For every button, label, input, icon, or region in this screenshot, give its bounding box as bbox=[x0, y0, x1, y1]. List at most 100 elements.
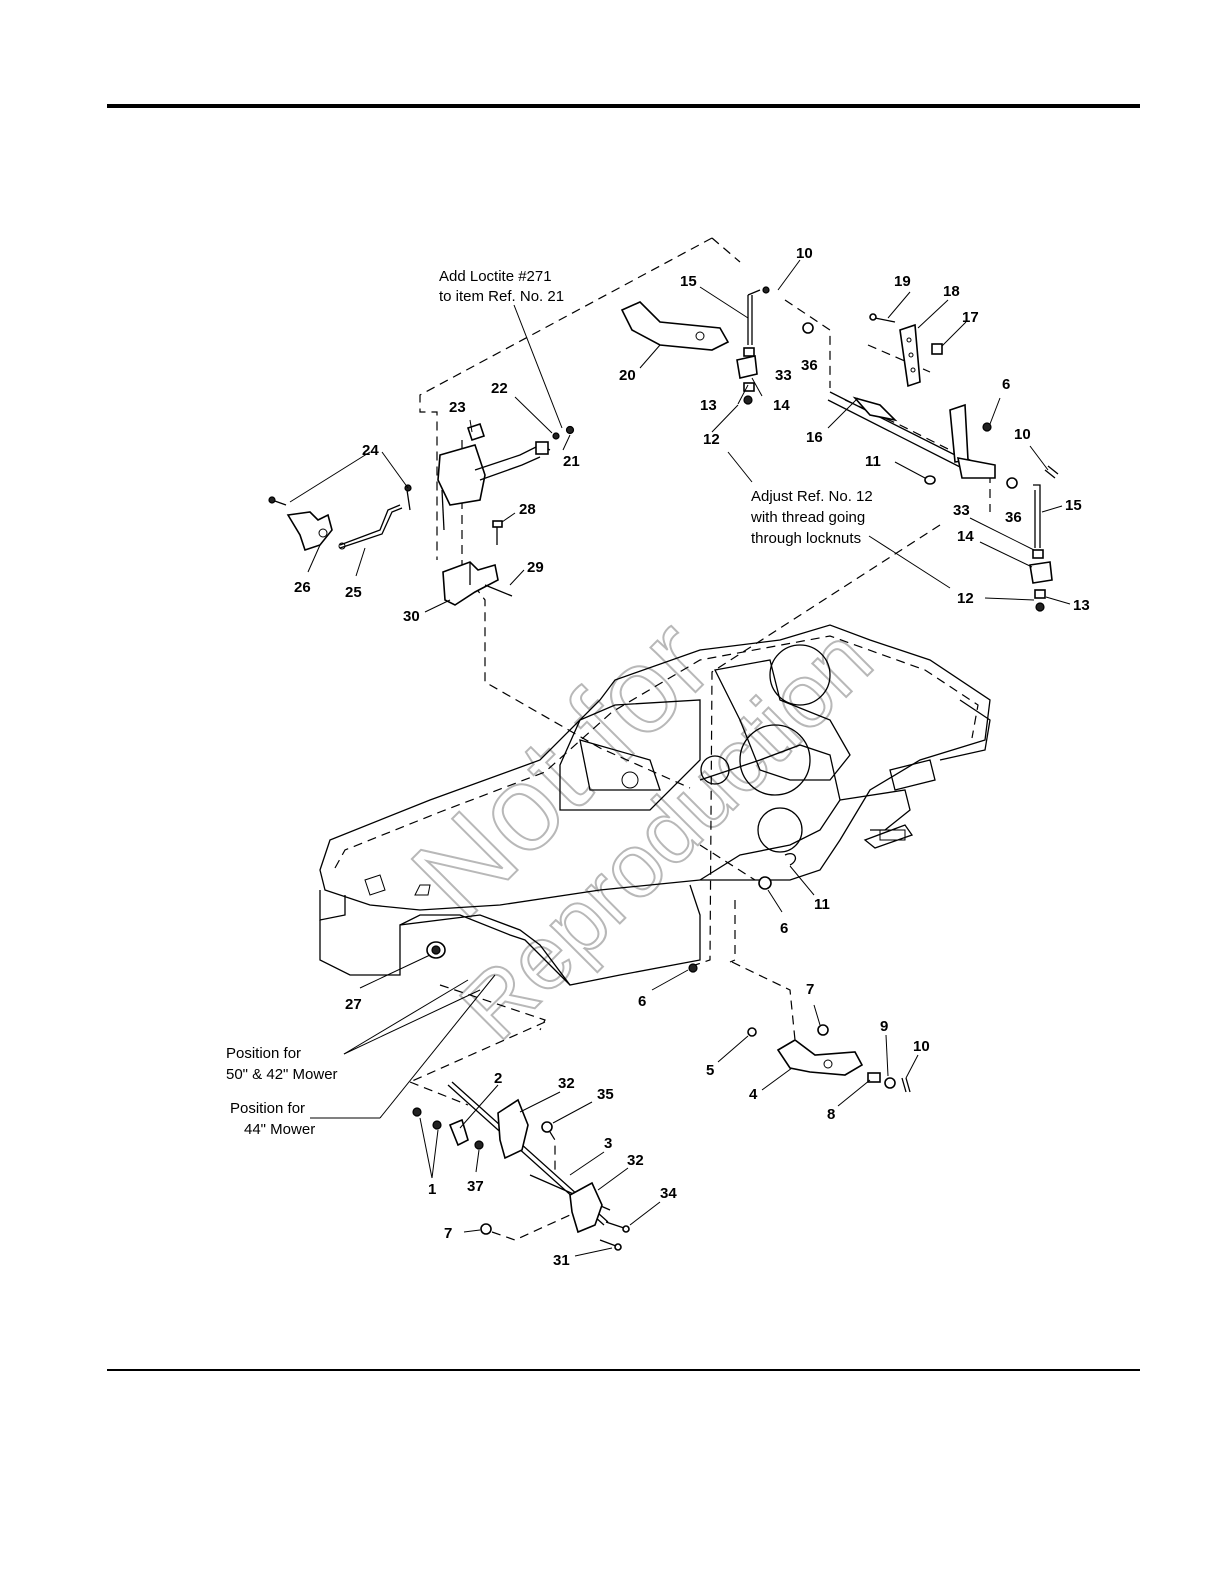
chassis-frame bbox=[319, 624, 991, 986]
callout-15: 15 bbox=[680, 273, 697, 290]
callout-25: 25 bbox=[345, 584, 362, 601]
part-7-washer-top bbox=[817, 1024, 829, 1036]
part-18-plate bbox=[899, 323, 921, 388]
callout-11: 11 bbox=[865, 453, 881, 470]
part-30-bracket bbox=[442, 561, 499, 606]
part-9-washer bbox=[884, 1077, 896, 1089]
callout-32: 32 bbox=[627, 1152, 644, 1169]
callout-28: 28 bbox=[519, 501, 536, 518]
part-16-shaft bbox=[827, 391, 996, 479]
callout-10: 10 bbox=[1014, 426, 1031, 443]
callout-19: 19 bbox=[894, 273, 911, 290]
callout-34: 34 bbox=[660, 1185, 677, 1202]
part-32-plate-bottom bbox=[569, 1181, 603, 1234]
callout-26: 26 bbox=[294, 579, 311, 596]
callout-4: 4 bbox=[749, 1086, 758, 1103]
callout-12: 12 bbox=[957, 590, 974, 607]
leader-lines bbox=[289, 259, 1071, 1257]
callout-33: 33 bbox=[953, 502, 970, 519]
note-pos50-line1: Position for bbox=[226, 1045, 301, 1062]
part-21-screw bbox=[565, 425, 575, 435]
callout-14: 14 bbox=[957, 528, 974, 545]
callout-2: 2 bbox=[494, 1070, 502, 1087]
callout-37: 37 bbox=[467, 1178, 484, 1195]
callout-30: 30 bbox=[403, 608, 420, 625]
callout-32: 32 bbox=[558, 1075, 575, 1092]
callout-7: 7 bbox=[444, 1225, 452, 1242]
part-33-nut-left bbox=[743, 347, 755, 357]
callout-29: 29 bbox=[527, 559, 544, 576]
part-8-bushing bbox=[867, 1072, 881, 1083]
callout-6: 6 bbox=[1002, 376, 1010, 393]
part-10-pin-bottom bbox=[901, 1077, 911, 1093]
callout-17: 17 bbox=[962, 309, 979, 326]
part-6-nut-low bbox=[688, 963, 698, 973]
guide-line-right bbox=[694, 524, 941, 966]
part-11-clip-top bbox=[924, 475, 936, 485]
part-15-rod-left bbox=[747, 286, 770, 345]
callout-12: 12 bbox=[703, 431, 720, 448]
note-pos44-line2: 44" Mower bbox=[244, 1121, 315, 1138]
part-6-nut-top bbox=[982, 422, 992, 432]
part-22-washer bbox=[552, 432, 560, 440]
mount-outline bbox=[409, 984, 546, 1106]
part-35-washer bbox=[541, 1121, 553, 1133]
callout-33: 33 bbox=[775, 367, 792, 384]
note-position-44: Position for 44" Mower bbox=[230, 1100, 315, 1138]
header-rule bbox=[107, 104, 1140, 108]
part-37-nut bbox=[474, 1140, 484, 1150]
part-36-washer-right bbox=[1006, 477, 1018, 489]
callout-5: 5 bbox=[706, 1062, 714, 1079]
callout-3: 3 bbox=[604, 1135, 612, 1152]
part-2-block bbox=[448, 1118, 469, 1147]
part-10-pin-right bbox=[1044, 465, 1059, 479]
part-28-screw bbox=[492, 520, 503, 545]
note-loctite-line2: to item Ref. No. 21 bbox=[439, 288, 564, 305]
note-pos50-line2: 50" & 42" Mower bbox=[226, 1066, 338, 1083]
callout-15: 15 bbox=[1065, 497, 1082, 514]
callout-6: 6 bbox=[638, 993, 646, 1010]
part-6-nut-mid bbox=[758, 876, 772, 890]
part-25-rod bbox=[338, 504, 403, 550]
note-loctite-line1: Add Loctite #271 bbox=[439, 268, 552, 285]
part-32-plate-top bbox=[497, 1098, 529, 1160]
assembly-outline bbox=[419, 237, 991, 560]
part-31-bolt bbox=[599, 1239, 622, 1251]
callout-13: 13 bbox=[1073, 597, 1090, 614]
part-24-screws bbox=[268, 484, 445, 531]
part-4-bracket bbox=[776, 1039, 864, 1076]
guide-line-7 bbox=[491, 1214, 571, 1241]
part-17-spacer bbox=[931, 343, 943, 355]
callout-22: 22 bbox=[491, 380, 508, 397]
callout-20: 20 bbox=[619, 367, 636, 384]
callout-36: 36 bbox=[801, 357, 818, 374]
callout-10: 10 bbox=[796, 245, 813, 262]
note-pos44-line1: Position for bbox=[230, 1100, 305, 1117]
guide-line-35 bbox=[549, 1131, 556, 1170]
watermark: Not for Reproduction bbox=[386, 592, 892, 1059]
part-27-bushing bbox=[426, 941, 446, 959]
note-adjust: Adjust Ref. No. 12 with thread going thr… bbox=[750, 488, 873, 547]
callout-10: 10 bbox=[913, 1038, 930, 1055]
callout-7: 7 bbox=[806, 981, 814, 998]
footer-rule bbox=[107, 1369, 1140, 1371]
note-adjust-line2: with thread going bbox=[750, 509, 865, 526]
part-13-nut-left bbox=[743, 382, 755, 405]
note-position-50-42: Position for 50" & 42" Mower bbox=[226, 1045, 338, 1083]
callout-24: 24 bbox=[362, 442, 379, 459]
guide-line-bracket bbox=[699, 844, 796, 1041]
part-19-bolt bbox=[869, 313, 896, 323]
note-adjust-line1: Adjust Ref. No. 12 bbox=[751, 488, 873, 505]
callout-11: 11 bbox=[814, 896, 830, 913]
callout-23: 23 bbox=[449, 399, 466, 416]
callout-8: 8 bbox=[827, 1106, 835, 1123]
callout-31: 31 bbox=[553, 1252, 570, 1269]
part-1-nuts bbox=[412, 1107, 442, 1130]
callout-1: 1 bbox=[428, 1181, 436, 1198]
part-14-block-right bbox=[1029, 561, 1053, 584]
part-36-washer-left bbox=[802, 322, 814, 334]
part-14-block-left bbox=[736, 355, 758, 379]
callout-16: 16 bbox=[806, 429, 823, 446]
callout-9: 9 bbox=[880, 1018, 888, 1035]
